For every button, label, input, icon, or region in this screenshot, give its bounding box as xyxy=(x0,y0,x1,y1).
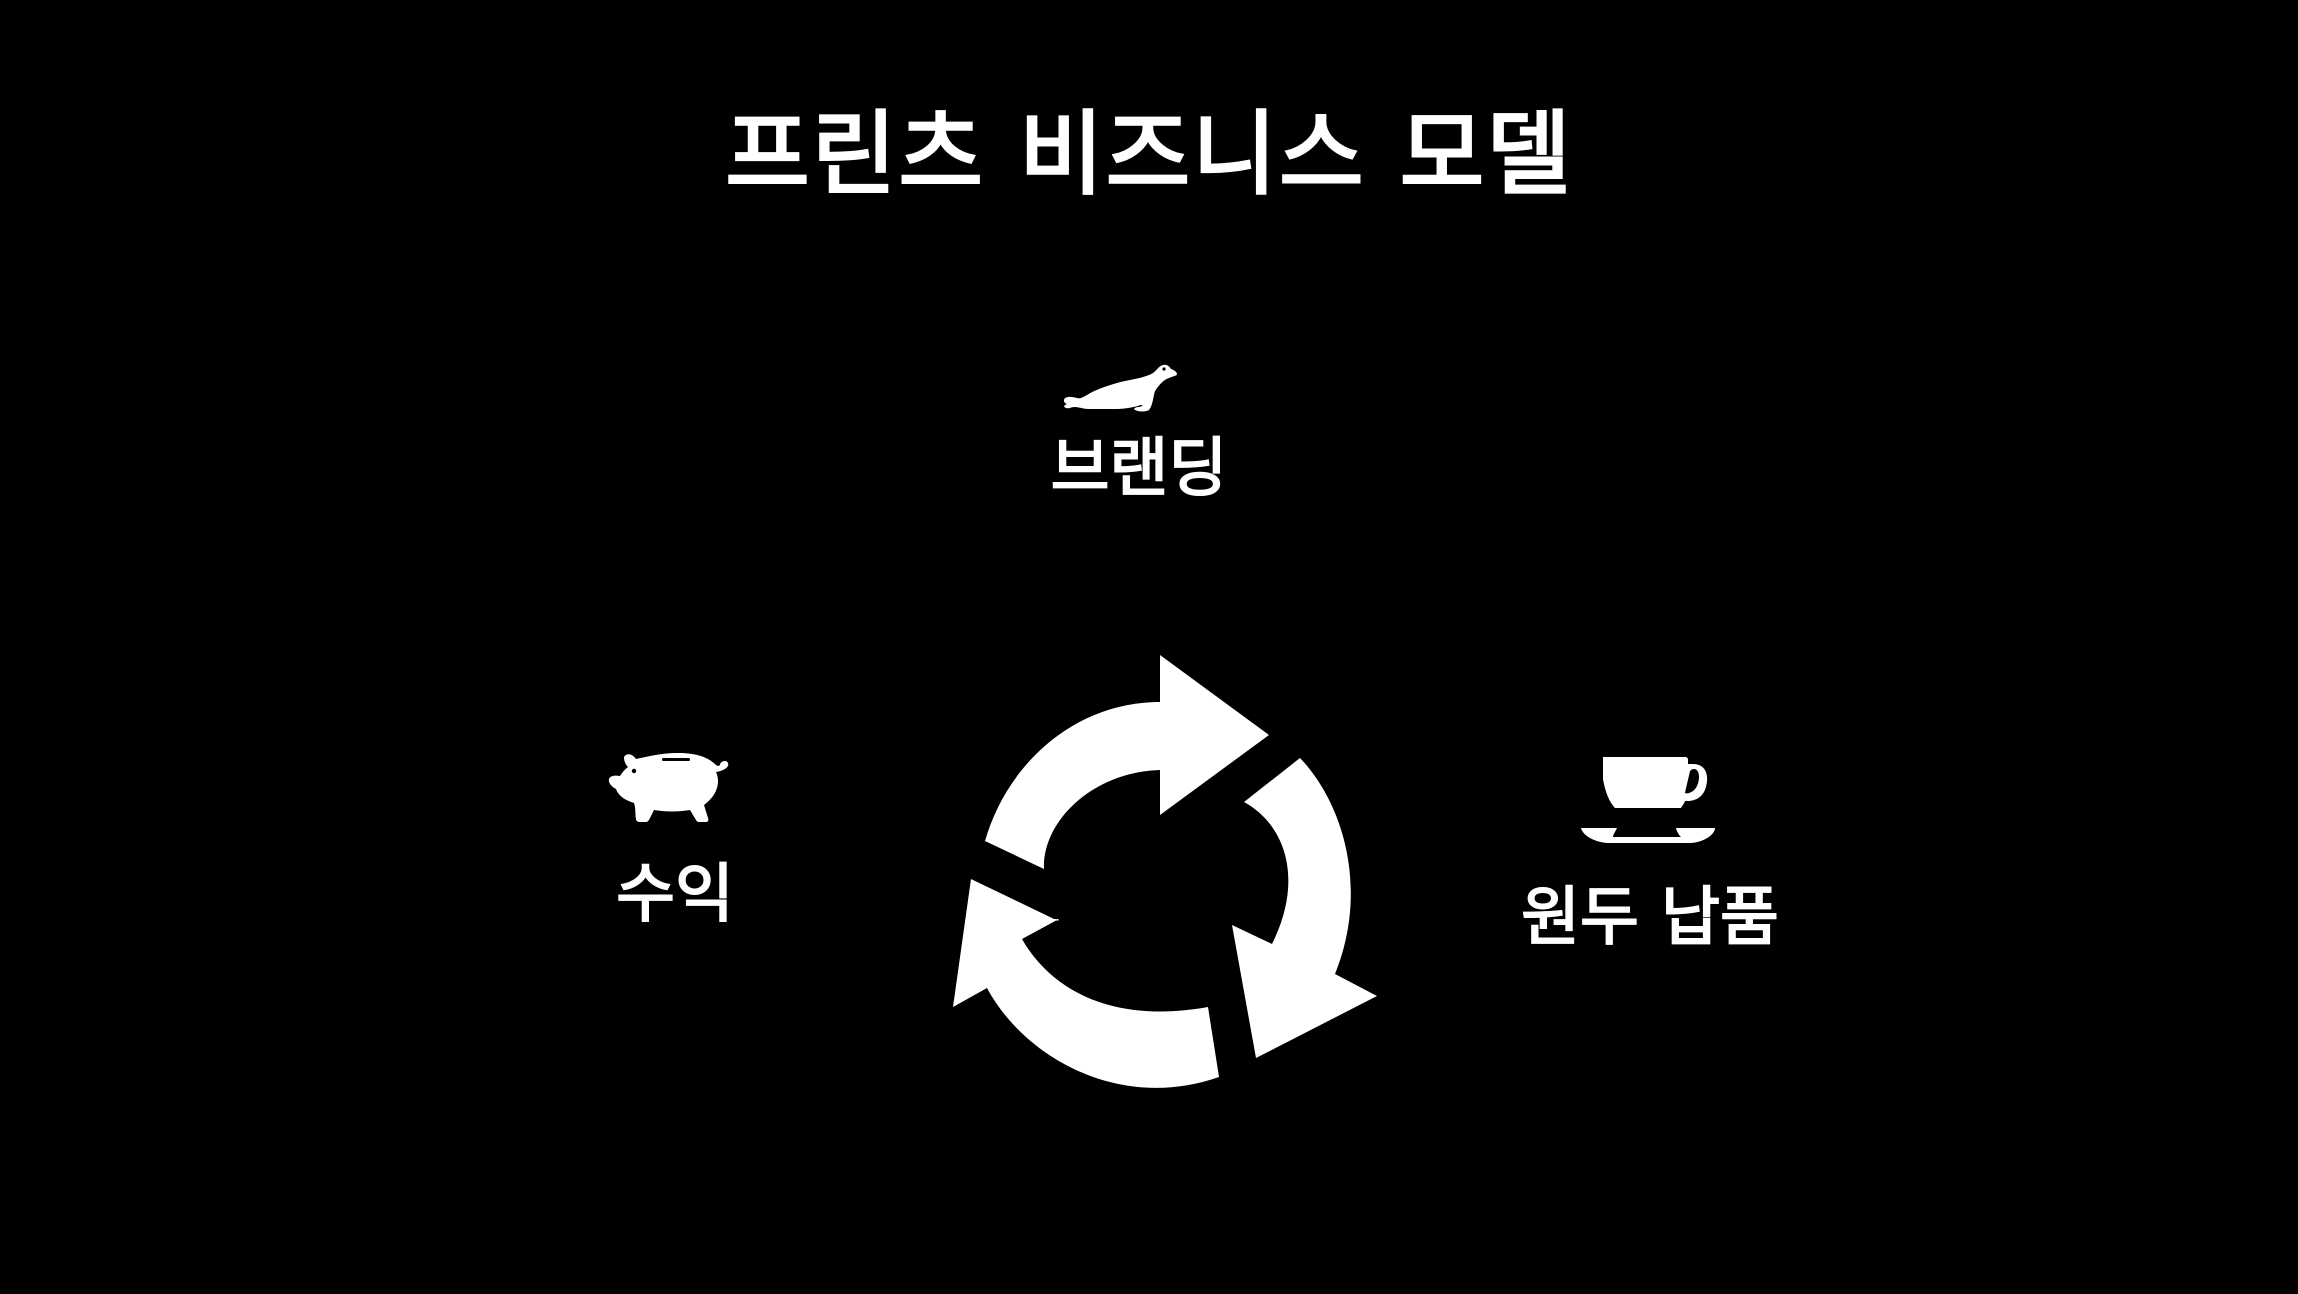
node-branding: 브랜딩 xyxy=(1039,355,1239,509)
node-label-revenue: 수익 xyxy=(616,858,734,932)
seal-icon xyxy=(1063,364,1177,412)
slide-title: 프린츠 비즈니스 모델 xyxy=(725,101,1573,208)
node-revenue: 수익 xyxy=(580,745,770,935)
piggy-bank-icon xyxy=(608,753,729,822)
cycle-arrow-left-shape xyxy=(953,879,1219,1088)
cycle-arrow-top-shape xyxy=(985,655,1269,869)
coffee-cup-icon xyxy=(1581,757,1715,843)
node-label-delivery: 원두 납품 xyxy=(1521,881,1779,955)
recycle-arrows-icon xyxy=(953,655,1377,1088)
node-delivery: 원두 납품 xyxy=(1480,755,1820,958)
node-label-branding: 브랜딩 xyxy=(1050,432,1228,506)
cycle-arrow-right-shape xyxy=(1232,758,1377,1058)
